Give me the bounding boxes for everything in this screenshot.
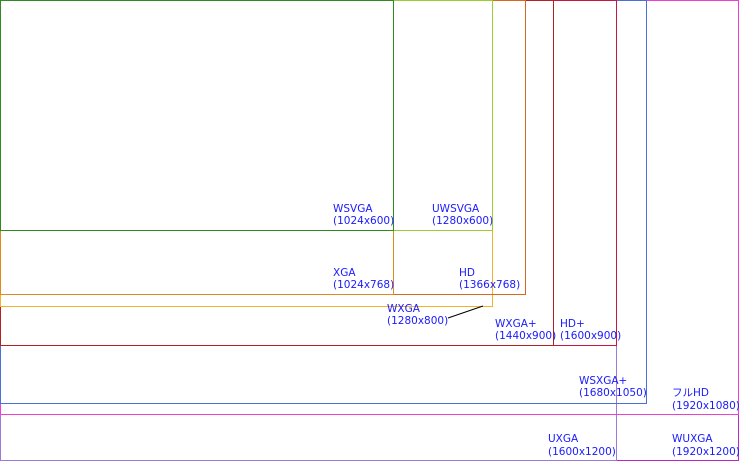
xga-name: XGA bbox=[333, 267, 356, 279]
wsvga-label: WSVGA (1024x600) bbox=[333, 203, 394, 227]
uwsvga-size: (1280x600) bbox=[432, 215, 493, 227]
hdp-size: (1600x900) bbox=[560, 330, 621, 342]
wxgap-label: WXGA+ (1440x900) bbox=[495, 318, 556, 342]
wuxga-size: (1920x1200) bbox=[672, 446, 740, 458]
wxgap-name: WXGA+ bbox=[495, 318, 537, 330]
wsvga-name: WSVGA bbox=[333, 203, 373, 215]
uwsvga-outline bbox=[0, 0, 493, 231]
uxga-label: UXGA (1600x1200) bbox=[548, 433, 616, 458]
wsxgap-name: WSXGA+ bbox=[579, 375, 627, 387]
hdp-outline bbox=[0, 0, 617, 346]
fullhd-label: フルHD (1920x1080) bbox=[672, 387, 740, 412]
wuxga-label: WUXGA (1920x1200) bbox=[672, 433, 740, 458]
hdp-name: HD+ bbox=[560, 318, 585, 330]
wxgap-size: (1440x900) bbox=[495, 330, 556, 342]
wuxga-name: WUXGA bbox=[672, 433, 713, 445]
hd-size: (1366x768) bbox=[459, 279, 520, 291]
uxga-name: UXGA bbox=[548, 433, 579, 445]
fullhd-name: フルHD bbox=[672, 387, 709, 399]
hd-label: HD (1366x768) bbox=[459, 267, 520, 291]
wsxgap-size: (1680x1050) bbox=[579, 387, 647, 399]
wxga-leader-line bbox=[447, 305, 484, 319]
hd-name: HD bbox=[459, 267, 475, 279]
wsxgap-outline bbox=[0, 0, 647, 404]
fullhd-size: (1920x1080) bbox=[672, 400, 740, 412]
wxgap-outline bbox=[0, 0, 554, 346]
xga-size: (1024x768) bbox=[333, 279, 394, 291]
wsvga-outline bbox=[0, 0, 394, 231]
xga-label: XGA (1024x768) bbox=[333, 267, 394, 291]
wsxgap-label: WSXGA+ (1680x1050) bbox=[579, 375, 647, 399]
uwsvga-label: UWSVGA (1280x600) bbox=[432, 203, 493, 227]
wsvga-size: (1024x600) bbox=[333, 215, 394, 227]
hd-outline bbox=[0, 0, 526, 295]
uwsvga-name: UWSVGA bbox=[432, 203, 480, 215]
wxga-outline bbox=[0, 0, 493, 307]
wxga-label: WXGA (1280x800) bbox=[387, 303, 448, 327]
wxga-size: (1280x800) bbox=[387, 315, 448, 327]
wxga-name: WXGA bbox=[387, 303, 421, 315]
xga-outline bbox=[0, 0, 394, 295]
hdp-label: HD+ (1600x900) bbox=[560, 318, 621, 342]
uxga-size: (1600x1200) bbox=[548, 446, 616, 458]
